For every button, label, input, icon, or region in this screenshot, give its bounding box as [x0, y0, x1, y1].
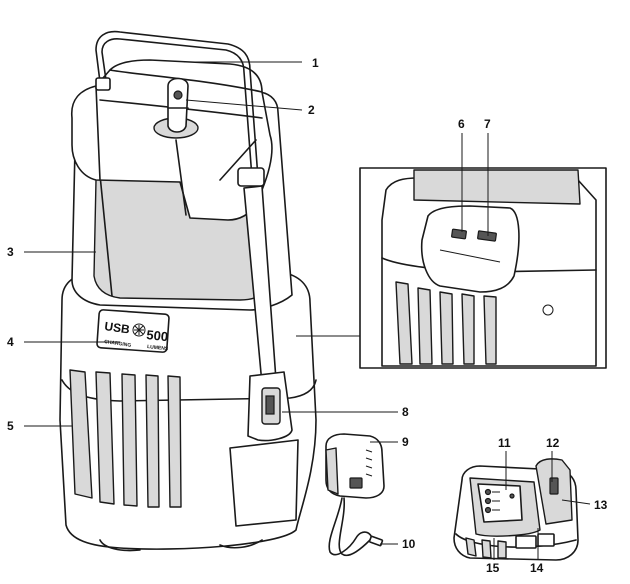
callout-13: 13 — [594, 498, 608, 512]
badge-lumens-value: 500 — [146, 327, 169, 344]
callout-14: 14 — [530, 561, 544, 575]
inset-ribs — [395, 281, 497, 365]
callout-11: 11 — [498, 436, 511, 450]
callout-6: 6 — [458, 117, 465, 131]
callout-10: 10 — [402, 537, 416, 551]
callout-1: 1 — [312, 56, 319, 70]
callout-labels: 1 2 3 4 5 6 7 8 9 10 11 12 13 14 15 — [7, 56, 608, 575]
badge-lumens-unit: LUMENS — [147, 344, 169, 352]
wall-charger — [325, 433, 385, 557]
base-ribs — [69, 369, 299, 527]
hanging-hook — [153, 77, 199, 139]
badge-usb-text: USB — [104, 319, 131, 336]
callout-12: 12 — [546, 436, 560, 450]
callout-15: 15 — [486, 561, 500, 575]
leader-lines — [24, 61, 591, 560]
callout-5: 5 — [7, 419, 14, 433]
carrying-handle — [95, 30, 265, 187]
usb-lumens-badge: USB CHARGING 500 LUMENS — [96, 309, 170, 353]
lantern-body: USB CHARGING 500 LUMENS — [59, 30, 317, 552]
battery-pack — [453, 458, 579, 561]
callout-9: 9 — [402, 435, 409, 449]
callout-3: 3 — [7, 245, 14, 259]
callout-7: 7 — [484, 117, 491, 131]
callout-2: 2 — [308, 103, 315, 117]
callout-4: 4 — [7, 335, 14, 349]
leader-2 — [185, 99, 303, 111]
badge-usb-subtext: CHARGING — [104, 339, 132, 349]
leader-13 — [561, 499, 591, 505]
side-strap-and-clip — [243, 185, 293, 442]
usb-port-detail-inset — [296, 167, 607, 369]
callout-8: 8 — [402, 405, 409, 419]
